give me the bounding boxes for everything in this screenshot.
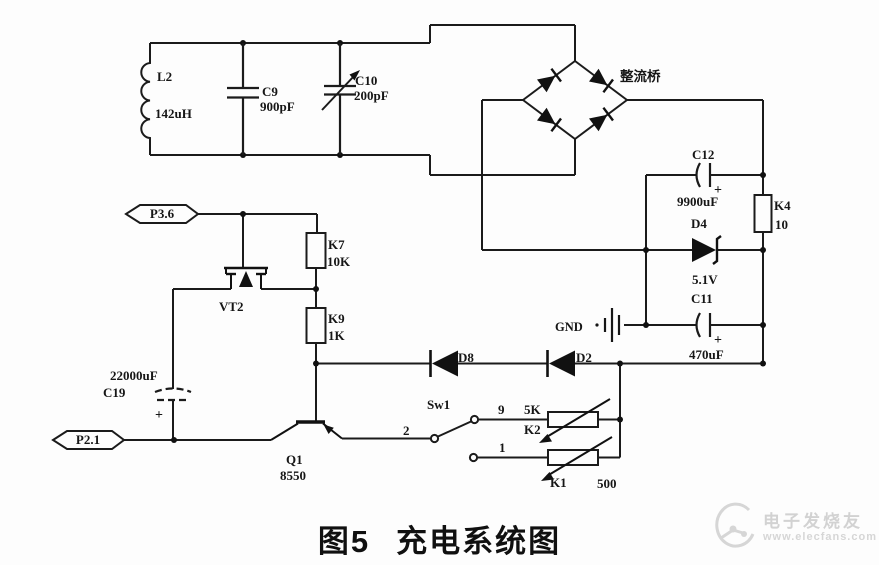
- l2-inductor-symbol: L2 142uH: [140, 43, 192, 155]
- c9-ref-label: C9: [262, 84, 278, 99]
- d8-ref-label: D8: [458, 350, 474, 365]
- k7-value-label: 10K: [327, 254, 351, 269]
- c12-capacitor-symbol: [695, 162, 712, 188]
- c11-capacitor-symbol: [695, 312, 712, 338]
- c12-value-label: 9900uF: [677, 194, 718, 209]
- k7-resistor-symbol: [305, 232, 327, 269]
- bridge-diode-top-right: [588, 68, 614, 94]
- watermark: 电子发烧友 www.elecfans.com: [711, 500, 877, 556]
- sw1-pin2-label: 2: [403, 423, 410, 438]
- p36-connector: P3.6: [124, 204, 200, 224]
- c12-ref-label: C12: [692, 147, 714, 162]
- wiring: [124, 24, 764, 459]
- d8-diode-symbol: [429, 350, 458, 377]
- watermark-url: www.elecfans.com: [762, 531, 877, 544]
- k1-potentiometer-symbol: [541, 436, 613, 481]
- figure-number: 图5: [317, 524, 371, 559]
- bridge-label: 整流桥: [620, 68, 661, 84]
- c10-variable-capacitor-symbol: [321, 43, 360, 155]
- bridge-diode-top-left: [536, 67, 562, 93]
- vt2-ref-label: VT2: [219, 299, 244, 314]
- sw1-switch-symbol: [429, 414, 480, 463]
- bridge-diode-bottom-right: [588, 106, 614, 132]
- c12-plus-sign: +: [714, 183, 722, 198]
- c10-ref-label: C10: [355, 73, 377, 88]
- l2-ref-label: L2: [157, 69, 172, 84]
- k1-value-label: 500: [597, 476, 617, 491]
- figure-caption: 图5 充电系统图: [0, 516, 879, 561]
- k2-ref-label: K2: [524, 422, 541, 437]
- p36-label: P3.6: [150, 206, 175, 221]
- c10-value-label: 200pF: [354, 88, 389, 103]
- k9-ref-label: K9: [328, 311, 345, 326]
- q1-transistor-symbol: [270, 420, 343, 441]
- p21-connector: P2.1: [51, 430, 126, 450]
- c11-ref-label: C11: [691, 291, 713, 306]
- c19-capacitor-symbol: [154, 387, 192, 402]
- q1-value-label: 8550: [280, 468, 306, 483]
- c9-capacitor-symbol: [227, 43, 259, 155]
- c11-value-label: 470uF: [689, 347, 724, 362]
- junction-dots: [171, 40, 766, 443]
- gnd-label: GND: [555, 320, 583, 334]
- vt2-mosfet-symbol: [224, 266, 268, 289]
- k4-ref-label: K4: [774, 198, 791, 213]
- c9-value-label: 900pF: [260, 99, 295, 114]
- bridge-rectifier-symbol: 整流桥: [522, 60, 661, 140]
- watermark-brand: 电子发烧友: [762, 511, 863, 531]
- k4-value-label: 10: [775, 217, 788, 232]
- q1-ref-label: Q1: [286, 452, 303, 467]
- gnd-symbol: [595, 308, 621, 342]
- l2-value-label: 142uH: [155, 106, 192, 121]
- sw1-pin1-label: 1: [499, 440, 506, 455]
- k2-value-label: 5K: [524, 402, 542, 417]
- c19-value-label: 22000uF: [110, 368, 158, 383]
- p21-label: P2.1: [76, 432, 100, 447]
- c19-ref-label: C19: [103, 385, 126, 400]
- figure-title: 充电系统图: [396, 524, 562, 559]
- bridge-diode-bottom-left: [536, 107, 562, 133]
- k9-value-label: 1K: [328, 328, 346, 343]
- sw1-ref-label: Sw1: [427, 397, 450, 412]
- c11-plus-sign: +: [714, 333, 722, 348]
- c19-plus-sign: +: [155, 408, 163, 423]
- k4-resistor-symbol: [753, 194, 773, 233]
- d4-ref-label: D4: [691, 216, 707, 231]
- d2-diode-symbol: [546, 350, 575, 377]
- d4-value-label: 5.1V: [692, 272, 718, 287]
- d4-zener-diode-symbol: [692, 235, 722, 265]
- k7-ref-label: K7: [328, 237, 345, 252]
- k2-potentiometer-symbol: [539, 398, 611, 443]
- k9-resistor-symbol: [305, 307, 327, 344]
- k1-ref-label: K1: [550, 475, 567, 490]
- d2-ref-label: D2: [576, 350, 592, 365]
- sw1-pin9-label: 9: [498, 402, 505, 417]
- elecfans-logo-icon: [715, 502, 755, 548]
